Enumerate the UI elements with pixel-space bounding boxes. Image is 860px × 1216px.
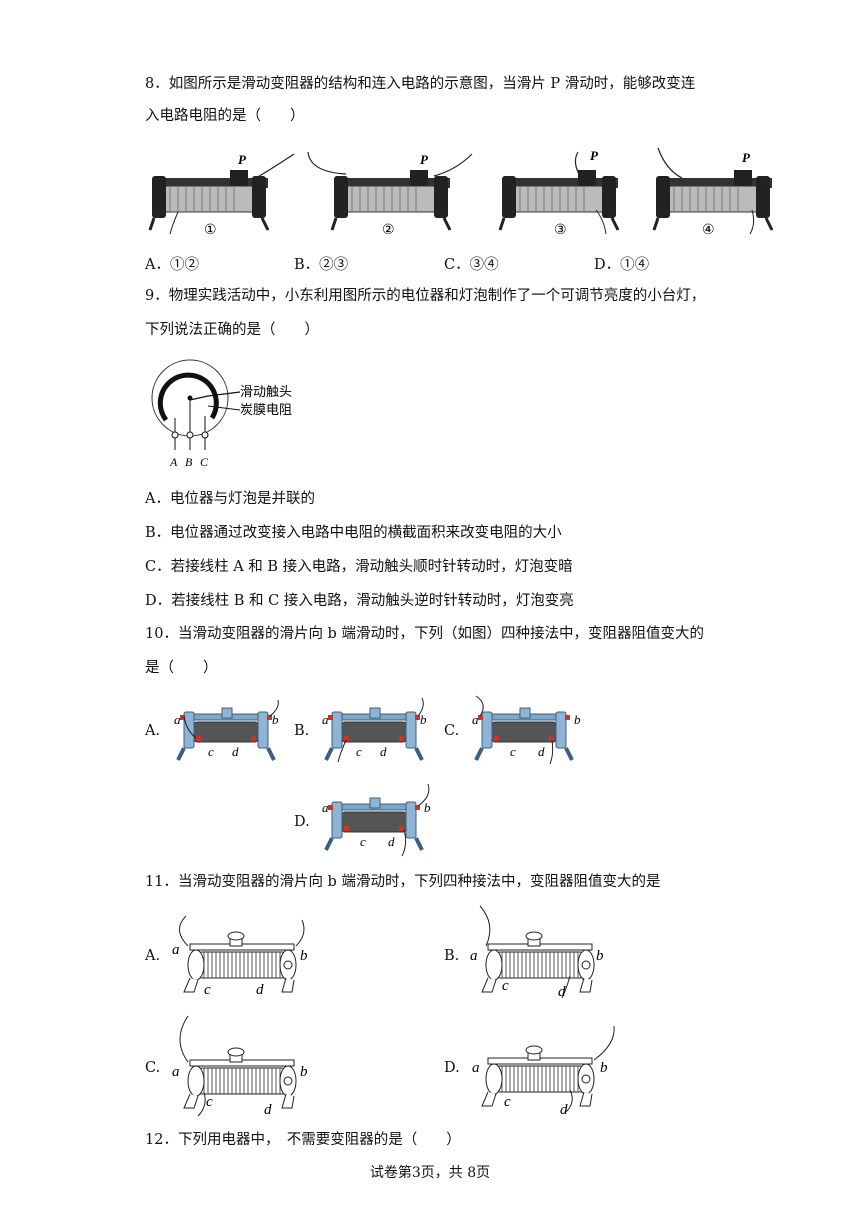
q10-stem-line2: 是（ ） (145, 660, 218, 676)
q11-option-a-letter[interactable]: A. (145, 948, 161, 964)
q8-figure-2: P ② (307, 151, 473, 236)
q8-option-d[interactable]: D．①④ (594, 257, 650, 273)
q9-label-contact: 滑动触头 (240, 384, 292, 399)
q11-b-terminal-c: c (502, 978, 509, 994)
q8-option-a[interactable]: A．①② (145, 257, 199, 273)
q10-option-b-letter[interactable]: B. (294, 723, 310, 739)
q9-stem-line1: 9．物理实践活动中，小东利用图所示的电位器和灯泡制作了一个可调节亮度的小台灯， (145, 288, 706, 304)
q11-option-a-figure: a b c d (172, 915, 308, 998)
q11-c-terminal-d: d (264, 1102, 272, 1118)
q10-option-d-figure: a b c d (322, 783, 431, 857)
q11-a-terminal-a: a (172, 942, 180, 958)
q11-option-c-figure: a b c d (172, 1015, 308, 1118)
q10-a-terminal-b: b (272, 712, 279, 727)
q10-b-terminal-a: a (322, 712, 329, 727)
q11-option-c-letter[interactable]: C. (145, 1060, 161, 1076)
q8-slider-label-4: P (742, 150, 751, 165)
q10-stem-line1: 10．当滑动变阻器的滑片向 b 端滑动时，下列（如图）四种接法中，变阻器阻值变大… (145, 626, 704, 642)
q10-d-terminal-d: d (388, 834, 395, 849)
q8-fig-label-2: ② (382, 223, 395, 236)
q11-option-b-figure: a b c d (470, 905, 604, 1000)
q10-c-terminal-c: c (510, 744, 516, 759)
q11-a-terminal-d: d (256, 982, 264, 998)
q10-option-a-letter[interactable]: A. (145, 723, 161, 739)
q9-label-film: 炭膜电阻 (240, 402, 292, 417)
q8-stem-line2: 入电路电阻的是（ ） (145, 108, 305, 124)
q10-d-terminal-b: b (424, 800, 431, 815)
q10-d-terminal-a: a (322, 800, 329, 815)
q8-stem-line1: 8．如图所示是滑动变阻器的结构和连入电路的示意图，当滑片 P 滑动时，能够改变连 (145, 76, 696, 92)
q11-c-terminal-c: c (206, 1094, 213, 1110)
q12-stem-line1: 12．下列用电器中， 不需要变阻器的是（ ） (145, 1132, 461, 1148)
q8-figure-1: P ① (148, 152, 295, 236)
q8-fig-label-3: ③ (554, 223, 567, 238)
q11-b-terminal-d: d (558, 984, 566, 1000)
q10-option-a-figure: a b c d (174, 699, 279, 761)
q10-c-terminal-d: d (538, 744, 545, 759)
q11-stem-line1: 11．当滑动变阻器的滑片向 b 端滑动时，下列四种接法中，变阻器阻值变大的是 (145, 874, 661, 890)
q10-option-c-figure: a b c d (472, 695, 581, 765)
q10-d-terminal-c: c (360, 834, 366, 849)
q9-terminal-a: A (169, 455, 178, 469)
q10-c-terminal-b: b (574, 712, 581, 727)
q11-d-terminal-c: c (504, 1094, 511, 1110)
q10-option-d-letter[interactable]: D. (294, 814, 310, 830)
q8-fig-label-4: ④ (702, 223, 715, 238)
q10-b-terminal-d: d (380, 744, 387, 759)
q8-slider-label-2: P (420, 152, 429, 167)
q9-terminal-c: C (200, 455, 209, 469)
q9-potentiometer-diagram: 滑动触头 炭膜电阻 A B C (151, 359, 292, 469)
q9-option-d[interactable]: D．若接线柱 B 和 C 接入电路，滑动触头逆时针转动时，灯泡变亮 (145, 593, 574, 609)
q11-option-d-letter[interactable]: D. (444, 1060, 460, 1076)
q10-a-terminal-d: d (232, 744, 239, 759)
q9-option-a[interactable]: A．电位器与灯泡是并联的 (145, 491, 315, 507)
q8-fig-label-1: ① (204, 223, 217, 236)
q10-b-terminal-c: c (356, 744, 362, 759)
q11-d-terminal-d: d (560, 1102, 568, 1116)
q9-stem-line2: 下列说法正确的是（ ） (145, 322, 319, 338)
q10-b-terminal-b: b (420, 712, 427, 727)
q8-slider-label-3: P (590, 148, 599, 163)
q8-option-b[interactable]: B．②③ (294, 257, 349, 273)
q8-option-c[interactable]: C．③④ (444, 257, 499, 273)
q11-d-terminal-a: a (472, 1060, 480, 1076)
q11-option-b-letter[interactable]: B. (444, 948, 460, 964)
q10-a-terminal-c: c (208, 744, 214, 759)
q11-c-terminal-a: a (172, 1064, 180, 1080)
q11-b-terminal-a: a (470, 948, 478, 964)
q10-a-terminal-a: a (174, 712, 181, 727)
page-footer: 试卷第3页，共 8页 (369, 1165, 491, 1181)
q11-b-terminal-b: b (596, 948, 604, 964)
q10-option-b-figure: a b c d (322, 698, 427, 763)
q8-slider-label-1: P (238, 152, 247, 167)
q11-d-terminal-b: b (600, 1060, 608, 1076)
q11-c-terminal-b: b (300, 1064, 308, 1080)
q8-figure-3: P ③ (498, 148, 620, 238)
q8-figure-4: P ④ (652, 147, 774, 238)
q9-option-c[interactable]: C．若接线柱 A 和 B 接入电路，滑动触头顺时针转动时，灯泡变暗 (145, 559, 573, 575)
q11-a-terminal-b: b (300, 948, 308, 964)
q10-option-c-letter[interactable]: C. (444, 723, 460, 739)
q11-option-d-figure: a b c d (472, 1025, 615, 1116)
q9-option-b[interactable]: B．电位器通过改变接入电路中电阻的横截面积来改变电阻的大小 (145, 525, 562, 541)
q9-terminal-b: B (185, 455, 193, 469)
q11-a-terminal-c: c (204, 982, 211, 998)
q10-c-terminal-a: a (472, 712, 479, 727)
